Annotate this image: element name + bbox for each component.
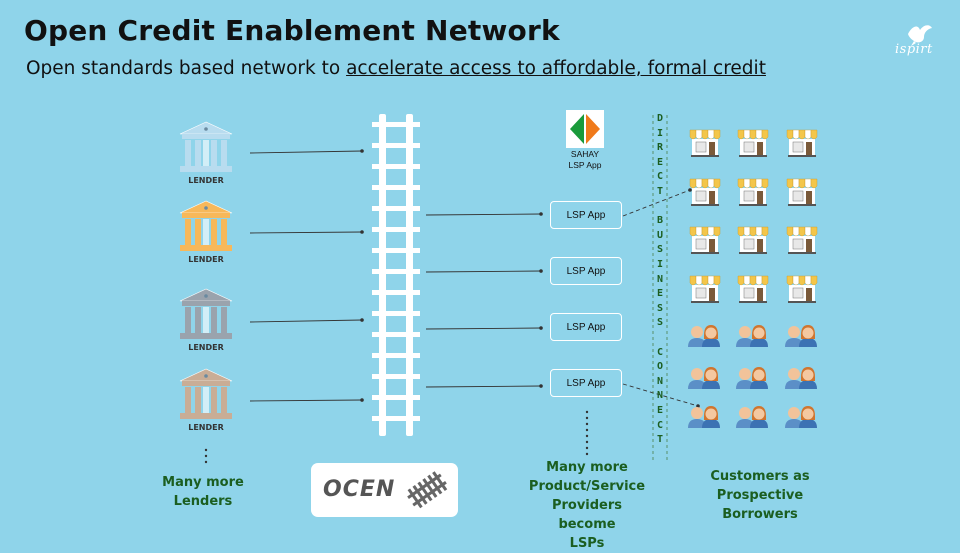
people-icon [736, 367, 768, 389]
connector-lines [204, 115, 700, 464]
customers-caption-line: Prospective [716, 488, 804, 503]
ispirt-logo-text: ispirt [895, 42, 933, 57]
direct-business-connect-letter: N [656, 390, 664, 402]
direct-business-connect-letter: D [656, 113, 664, 124]
direct-business-connect-letter: B [656, 215, 664, 227]
direct-link-shop [622, 188, 692, 217]
bank-icon [179, 368, 233, 419]
direct-business-connect-letter: S [656, 302, 664, 314]
shop-icon [737, 226, 769, 254]
direct-business-connect-letter: R [656, 142, 664, 154]
lender-connector-1 [249, 149, 364, 154]
direct-business-connect-letter: T [656, 186, 664, 197]
direct-business-connect-letter: C [656, 346, 664, 358]
lender-connector-2 [249, 230, 364, 234]
page-subtitle: Open standards based network to accelera… [26, 58, 766, 79]
people-icon [688, 406, 720, 428]
people-icon [688, 367, 720, 389]
people-icon [736, 325, 768, 347]
shop-icon [689, 178, 721, 206]
direct-business-connect-letter: I [656, 127, 664, 139]
bank-icon [179, 288, 233, 339]
direct-business-connect-letter: S [656, 244, 664, 256]
direct-business-connect-letter: E [656, 288, 664, 300]
people-icon [785, 325, 817, 347]
lsp-caption-line: Product/Service [528, 479, 646, 494]
lenders-caption: Many more Lenders [150, 473, 256, 511]
sahay-sub: LSP App [568, 160, 602, 170]
shop-icon [786, 129, 818, 157]
sahay-label: SAHAY LSP App [555, 149, 615, 171]
bank-icon [179, 121, 233, 172]
lender-connector-4 [249, 398, 364, 402]
direct-business-connect-letter: S [656, 317, 664, 329]
page-title: Open Credit Enablement Network [24, 14, 560, 47]
lsp-connector-4 [425, 384, 543, 388]
direct-business-connect-letter: N [656, 375, 664, 387]
lsp-caption-line: LSPs [569, 536, 605, 551]
lsp-app-box: LSP App [550, 369, 622, 397]
direct-business-connect-letter: E [656, 405, 664, 416]
lsp-caption: Many more Product/Service Providers beco… [522, 458, 652, 553]
direct-business-connect-letter: C [656, 419, 664, 431]
customers-caption-line: Borrowers [722, 507, 798, 522]
lsp-app-box: LSP App [550, 201, 622, 229]
shop-icon [786, 226, 818, 254]
bank-icon [179, 200, 233, 251]
customers-caption-line: Customers as [710, 469, 810, 484]
ocen-logo: OCEN [311, 463, 458, 517]
shop-icon [737, 178, 769, 206]
lender-label: LENDER [188, 423, 224, 432]
lenders-caption-line: Lenders [173, 494, 233, 509]
lender-label: LENDER [188, 255, 224, 264]
direct-business-connect-letter: I [656, 259, 664, 270]
direct-business-connect-letter: U [656, 229, 664, 241]
people-icon [736, 406, 768, 428]
shop-icon [737, 275, 769, 303]
lender-label: LENDER [188, 176, 224, 185]
ocen-rail-track-icon [372, 114, 420, 436]
ispirt-bird-icon [908, 25, 932, 46]
subtitle-emphasis: accelerate access to affordable, formal … [346, 58, 766, 79]
direct-business-connect-letter: O [656, 361, 664, 373]
lender-connector-3 [249, 318, 364, 323]
sahay-name: SAHAY [570, 149, 600, 159]
lsp-caption-line: Providers become [551, 498, 623, 532]
lender-label: LENDER [188, 343, 224, 352]
direct-business-connect-letter: C [656, 171, 664, 183]
lsp-app-box: LSP App [550, 257, 622, 285]
shop-icon [689, 129, 721, 157]
direct-business-connect-letter: N [656, 273, 664, 285]
shop-icon [786, 178, 818, 206]
direct-link-people [622, 383, 700, 408]
shop-icon [786, 275, 818, 303]
rail-track-icon [407, 471, 448, 509]
lsp-connector-2 [425, 269, 543, 273]
lsp-connector-1 [425, 212, 543, 216]
customers-caption: Customers as Prospective Borrowers [695, 467, 825, 524]
ocen-logo-text: OCEN [323, 477, 396, 502]
shop-icon [737, 129, 769, 157]
people-icon [785, 406, 817, 428]
shop-icon [689, 226, 721, 254]
lenders-caption-line: Many more [162, 475, 244, 490]
direct-business-connect-letter: E [656, 156, 664, 168]
sahay-logo-icon [566, 110, 604, 148]
people-icon [785, 367, 817, 389]
subtitle-text: Open standards based network to [26, 58, 347, 79]
direct-business-connect-letter: T [656, 434, 664, 446]
shop-icon [689, 275, 721, 303]
lsp-caption-line: Many more [546, 460, 628, 475]
lsp-app-box: LSP App [550, 313, 622, 341]
lsp-connector-3 [425, 326, 543, 330]
people-icon [688, 325, 720, 347]
